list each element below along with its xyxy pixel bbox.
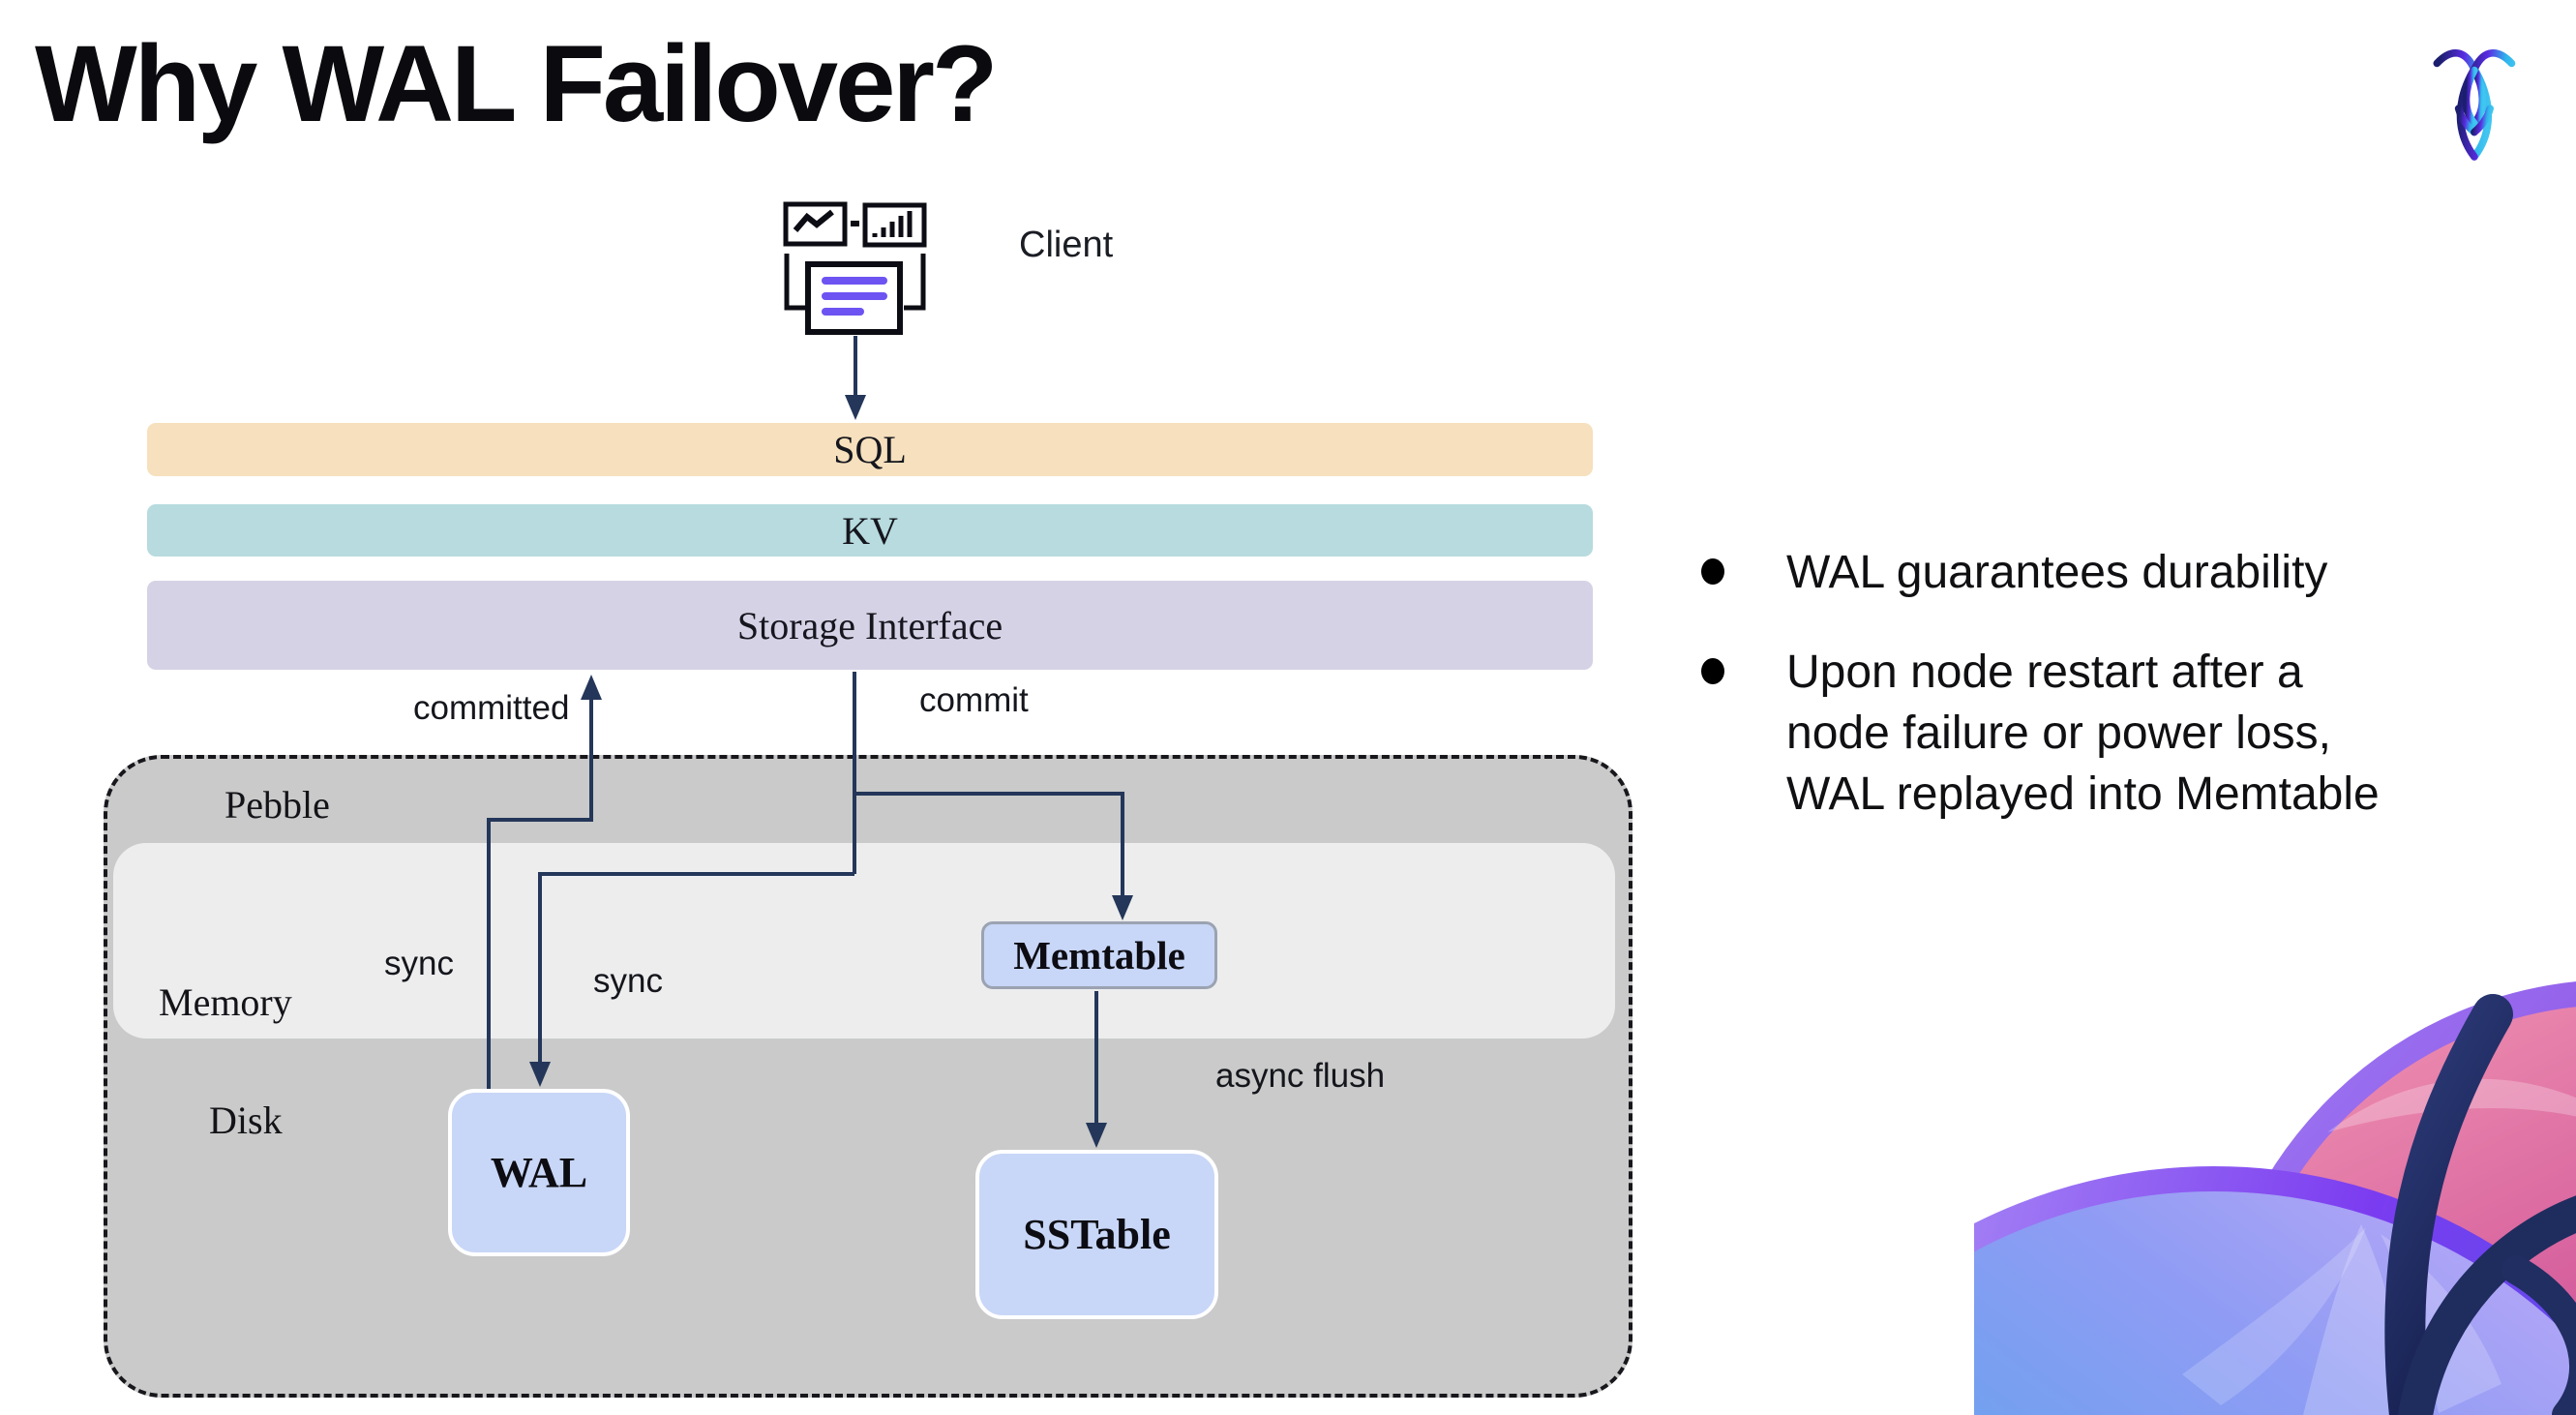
bullet-dot-icon bbox=[1701, 658, 1724, 684]
wal-node: WAL bbox=[448, 1089, 630, 1256]
client-label: Client bbox=[1019, 225, 1114, 265]
memtable-node: Memtable bbox=[981, 921, 1217, 989]
line-chart-icon bbox=[783, 201, 848, 247]
client-icon bbox=[783, 201, 927, 335]
sync-left-edge-label: sync bbox=[384, 945, 454, 982]
layer-label-kv: KV bbox=[842, 508, 898, 553]
committed-edge-label: committed bbox=[413, 689, 570, 727]
sstable-label: SSTable bbox=[1023, 1211, 1171, 1258]
bullet-line: Upon node restart after a bbox=[1786, 647, 2303, 698]
sync-right-edge-label: sync bbox=[593, 962, 663, 1000]
async-flush-edge-label: async flush bbox=[1215, 1057, 1386, 1095]
layer-label-storage-interface: Storage Interface bbox=[736, 603, 1003, 647]
arrowhead-down bbox=[845, 395, 866, 420]
layer-bar-storage-interface: Storage Interface bbox=[147, 581, 1593, 670]
arrowhead-up bbox=[581, 675, 602, 700]
pebble-label: Pebble bbox=[225, 783, 330, 827]
sstable-node: SSTable bbox=[975, 1150, 1218, 1319]
memory-region bbox=[113, 843, 1615, 1039]
left-bracket-icon bbox=[784, 254, 806, 311]
bullet-line: node failure or power loss, bbox=[1786, 708, 2331, 759]
right-bracket-icon bbox=[904, 254, 926, 311]
bullet-line: WAL guarantees durability bbox=[1786, 547, 2328, 598]
bullet-dot-icon bbox=[1701, 558, 1724, 585]
layer-bar-kv: KV bbox=[147, 504, 1593, 557]
list-item: Upon node restart after a node failure o… bbox=[1701, 642, 2576, 825]
commit-edge-label: commit bbox=[919, 681, 1029, 719]
bullet-list: WAL guarantees durability Upon node rest… bbox=[1701, 542, 2576, 825]
disk-label: Disk bbox=[209, 1099, 283, 1142]
memory-label: Memory bbox=[159, 980, 292, 1024]
cockroachdb-logo-icon bbox=[2433, 49, 2516, 161]
list-item: WAL guarantees durability bbox=[1701, 542, 2576, 603]
layer-bar-sql: SQL bbox=[147, 423, 1593, 476]
bullet-line: WAL replayed into Memtable bbox=[1786, 768, 2380, 820]
layer-label-sql: SQL bbox=[833, 428, 907, 471]
wal-label: WAL bbox=[490, 1149, 588, 1196]
memtable-label: Memtable bbox=[1013, 933, 1185, 978]
decorative-corner-art bbox=[1974, 981, 2576, 1415]
page-title: Why WAL Failover? bbox=[35, 23, 998, 144]
